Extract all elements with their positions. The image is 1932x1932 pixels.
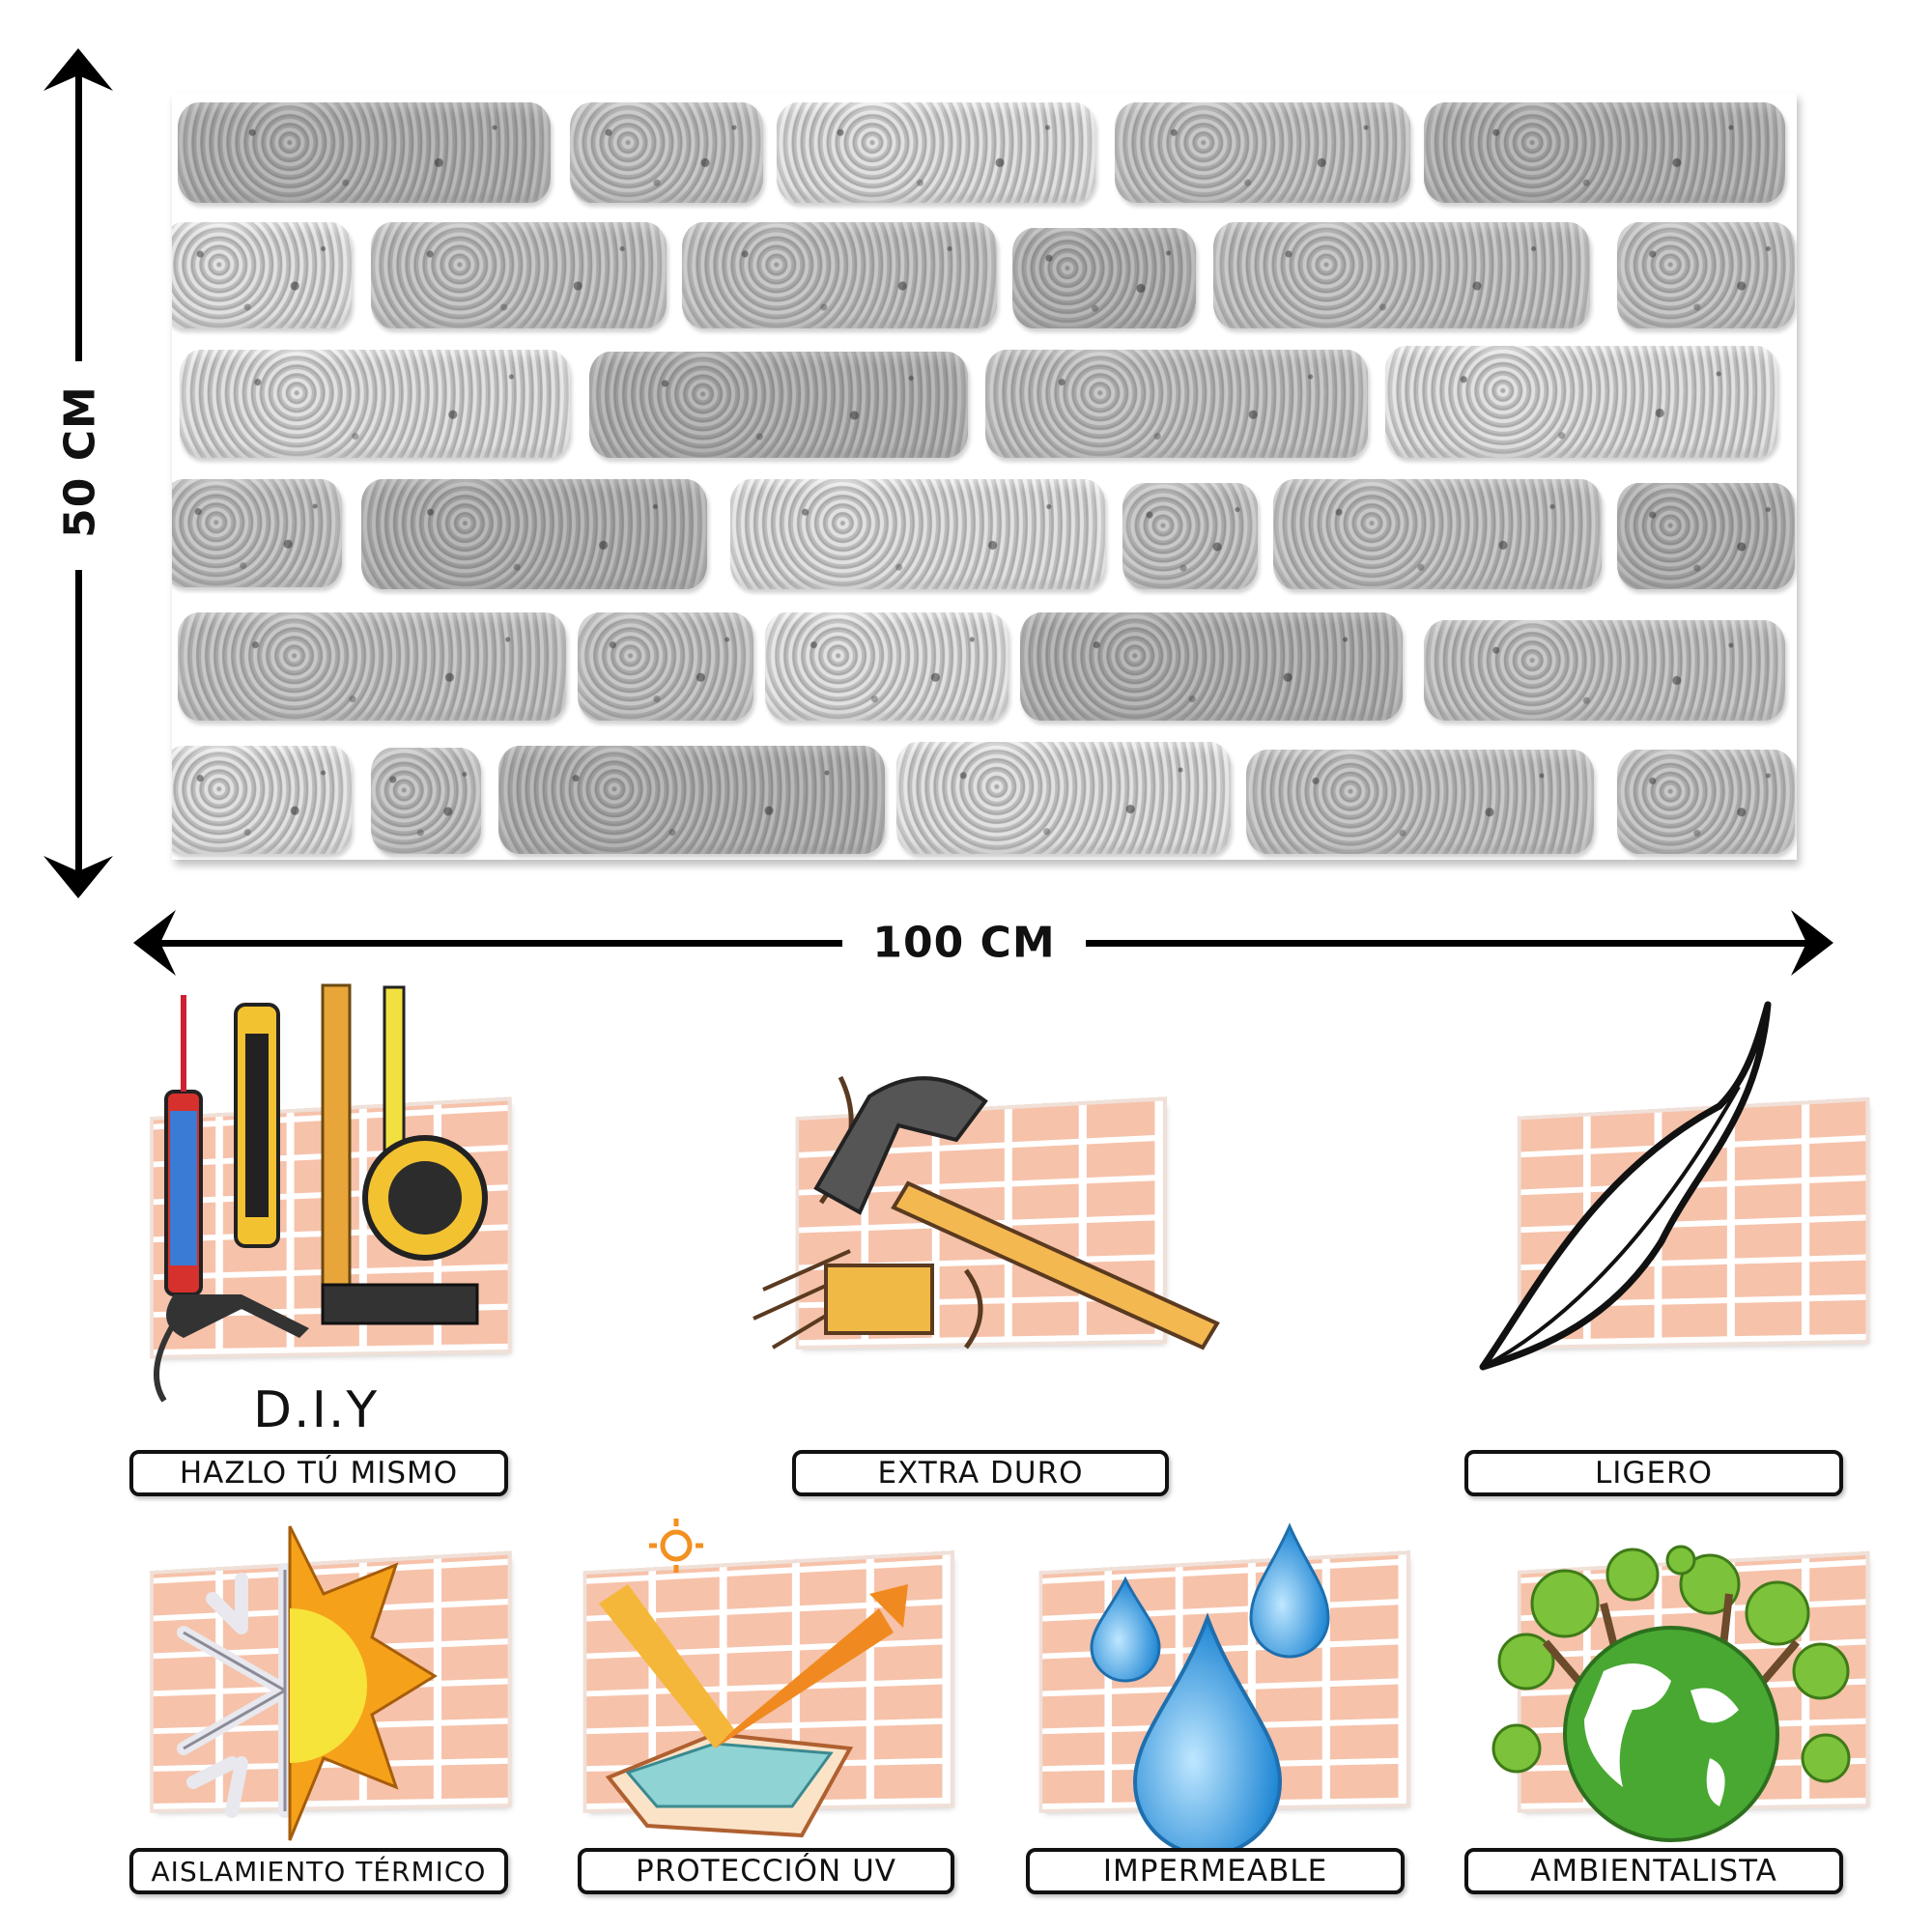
horizontal-arrow-line-left	[155, 940, 842, 947]
brick	[1020, 612, 1403, 721]
brick	[1385, 346, 1777, 458]
feature-label-ambientalista: AMBIENTALISTA	[1464, 1848, 1843, 1894]
brick	[178, 612, 566, 721]
snowflake-sun-icon	[177, 1525, 438, 1841]
brick-panel-image	[172, 93, 1797, 860]
brick	[1617, 483, 1795, 589]
feature-label-impermeable: IMPERMEABLE	[1026, 1848, 1405, 1894]
brick	[1213, 222, 1590, 328]
vertical-arrow-line-top	[75, 70, 82, 361]
height-dimension-label: 50 CM	[55, 385, 105, 538]
horizontal-arrow-line-right	[1086, 940, 1810, 947]
brick	[1273, 479, 1602, 589]
width-dimension-label: 100 CM	[872, 918, 1056, 968]
brick	[180, 350, 570, 458]
feather-icon	[1479, 1001, 1772, 1371]
brick	[896, 742, 1231, 854]
brick	[985, 350, 1368, 458]
hammer-icon	[753, 1075, 1220, 1350]
vertical-arrow-line-bottom	[75, 570, 82, 877]
feature-label-uv: PROTECCIÓN UV	[578, 1848, 954, 1894]
brick	[498, 746, 885, 854]
diy-title: D.I.Y	[253, 1381, 380, 1439]
feature-label-aislamiento: AISLAMIENTO TÉRMICO	[129, 1848, 508, 1894]
brick	[1115, 102, 1410, 203]
brick	[1246, 750, 1594, 854]
water-drops-icon	[1090, 1522, 1330, 1857]
brick	[172, 222, 352, 328]
earth-trees-icon	[1492, 1545, 1851, 1842]
brick	[1424, 620, 1785, 721]
brick	[682, 222, 997, 328]
brick	[1122, 483, 1258, 589]
brick	[371, 222, 667, 328]
brick	[589, 352, 968, 458]
brick	[765, 612, 1009, 721]
brick	[777, 102, 1095, 203]
tools-icon	[154, 983, 488, 1403]
brick	[172, 746, 352, 854]
feature-label-ligero: LIGERO	[1464, 1450, 1843, 1496]
brick	[1617, 222, 1795, 328]
brick	[1012, 228, 1196, 328]
brick	[172, 479, 342, 587]
brick	[570, 102, 763, 203]
brick	[371, 748, 481, 854]
brick	[578, 612, 753, 721]
brick	[1424, 102, 1785, 203]
uv-shield-icon	[599, 1519, 908, 1838]
brick	[1617, 750, 1795, 854]
brick	[178, 102, 551, 203]
feature-label-hazlo: HAZLO TÚ MISMO	[129, 1450, 508, 1496]
brick	[361, 479, 707, 589]
feature-label-extra-duro: EXTRA DURO	[792, 1450, 1169, 1496]
brick	[730, 479, 1105, 589]
